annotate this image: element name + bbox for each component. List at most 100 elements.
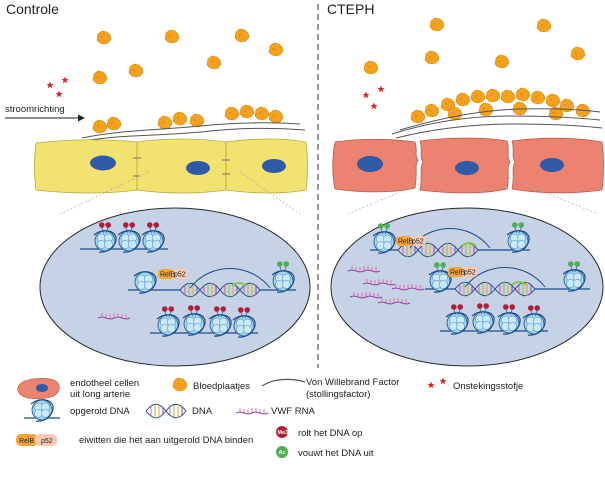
ac-icon: [276, 446, 288, 458]
inflammation-star-icon: [362, 91, 370, 99]
platelet-icon: [239, 104, 255, 119]
legend-coiled-dna-label: opgerold DNA: [70, 406, 130, 417]
legend-vwf-line2: (stollingsfactor): [306, 389, 370, 400]
legend-platelets-label: Bloedplaatjes: [193, 381, 250, 392]
inflammation-star-icon: [439, 377, 447, 385]
cteph-platelets: [363, 17, 586, 75]
control-platelets: [92, 28, 284, 85]
platelet-icon: [172, 377, 188, 392]
legend-vwf-line1: Von Willebrand Factor: [306, 377, 399, 388]
control-chromatin: [80, 221, 296, 338]
legend-ac-mark: Ac: [279, 450, 286, 456]
legend-ac-label: vouwt het DNA uit: [298, 448, 374, 459]
control-vwf-strands: [81, 122, 306, 141]
platelet-icon: [106, 116, 122, 131]
relb-p52-complex: [158, 269, 188, 279]
cell-junctions: [133, 157, 230, 177]
platelet-icon: [254, 106, 270, 121]
platelet-icon: [268, 42, 284, 57]
polymerase-icon: [511, 281, 527, 286]
legend-coiled-dna: opgerold DNA: [24, 399, 130, 422]
cteph-title: CTEPH: [327, 1, 374, 17]
control-title: Controle: [6, 1, 59, 17]
legend-me3: Me3 rolt het DNA op: [276, 426, 362, 439]
platelet-icon: [424, 50, 440, 65]
vwf-strand-icon: [261, 378, 306, 387]
inflammation-star-icon: [377, 85, 385, 93]
cteph-vwf-strands: [391, 108, 603, 139]
relb-p52-complex: [396, 236, 426, 246]
platelet-icon: [363, 60, 379, 75]
endothelial-cell: [34, 139, 138, 194]
inflammation-star-icon: [55, 90, 63, 98]
zoom-lines: [347, 175, 599, 215]
legend-vwf-rna-label: VWF RNA: [271, 406, 315, 417]
polymerase-icon: [231, 282, 247, 287]
flow-label: stroomrichting: [5, 104, 65, 115]
legend-relb-tag: RelB: [19, 438, 35, 445]
legend-dna: DNA: [145, 403, 213, 419]
platelet-icon: [410, 109, 426, 124]
platelet-icon: [172, 111, 188, 126]
legend-endothelial-line2: uit long arterie: [70, 389, 130, 400]
platelet-icon: [268, 109, 284, 124]
platelet-icon: [536, 18, 552, 33]
relb-icon: [16, 434, 38, 446]
platelet-icon: [447, 106, 463, 121]
inflammation-star-icon: [427, 381, 435, 389]
cteph-endothelial-cells: [332, 137, 604, 194]
cell-nucleus: [186, 161, 210, 175]
dna-helix-icon: [145, 403, 187, 419]
legend-vwf: Von Willebrand Factor (stollingsfactor): [261, 377, 399, 400]
platelet-icon: [128, 63, 144, 78]
legend-endothelial: endotheel cellen uit long arterie: [17, 378, 139, 400]
platelet-icon: [234, 28, 250, 43]
vwf-rna-icon: [235, 407, 269, 415]
legend-inflammation: Onstekingsstofje: [427, 377, 523, 392]
platelet-icon: [189, 113, 205, 128]
p52-icon: [35, 434, 57, 446]
cell-nucleus: [90, 155, 116, 171]
cell-nucleus: [357, 156, 383, 172]
platelet-icon: [485, 88, 501, 103]
legend-p52-tag: p52: [41, 438, 53, 445]
cell-nucleus: [262, 159, 286, 173]
relb-p52-complex: [448, 267, 478, 277]
legend-endothelial-line1: endotheel cellen: [70, 378, 139, 389]
cell-nucleus: [455, 161, 479, 175]
legend-ac: Ac vouwt het DNA uit: [276, 446, 374, 459]
legend: endotheel cellen uit long arterie Bloedp…: [16, 377, 523, 459]
legend-binding-label: eiwitten die het aan uitgerold DNA binde…: [79, 435, 253, 446]
flow-arrowhead-icon: [78, 114, 85, 122]
inflammation-star-icon: [370, 102, 378, 110]
legend-inflammation-label: Onstekingsstofje: [453, 381, 523, 392]
endothelial-cell: [136, 138, 227, 194]
legend-me3-mark: Me3: [278, 430, 289, 436]
cell-nucleus: [540, 158, 564, 172]
platelet-icon: [494, 54, 510, 69]
platelet-icon: [500, 89, 516, 104]
platelet-icon: [224, 106, 240, 121]
inflammation-star-icon: [61, 76, 69, 84]
platelet-icon: [515, 87, 531, 102]
inflammation-star-icon: [46, 81, 54, 89]
legend-me3-label: rolt het DNA op: [298, 428, 362, 439]
platelet-icon: [470, 89, 486, 104]
me3-icon: [276, 426, 288, 438]
platelet-icon: [92, 70, 108, 85]
platelet-icon: [545, 93, 561, 108]
platelet-icon: [157, 115, 173, 130]
control-inflammation: [46, 76, 69, 98]
control-endothelial-cells: [34, 138, 308, 194]
legend-vwf-rna: VWF RNA: [235, 406, 315, 417]
legend-platelets: Bloedplaatjes: [172, 377, 250, 392]
platelet-icon: [164, 29, 180, 44]
platelet-icon: [92, 119, 108, 134]
platelet-icon: [206, 55, 222, 70]
platelet-icon: [559, 98, 575, 113]
platelet-icon: [570, 46, 586, 61]
cteph-chromatin: [347, 221, 590, 336]
platelet-icon: [429, 17, 445, 32]
platelet-icon: [478, 102, 494, 117]
